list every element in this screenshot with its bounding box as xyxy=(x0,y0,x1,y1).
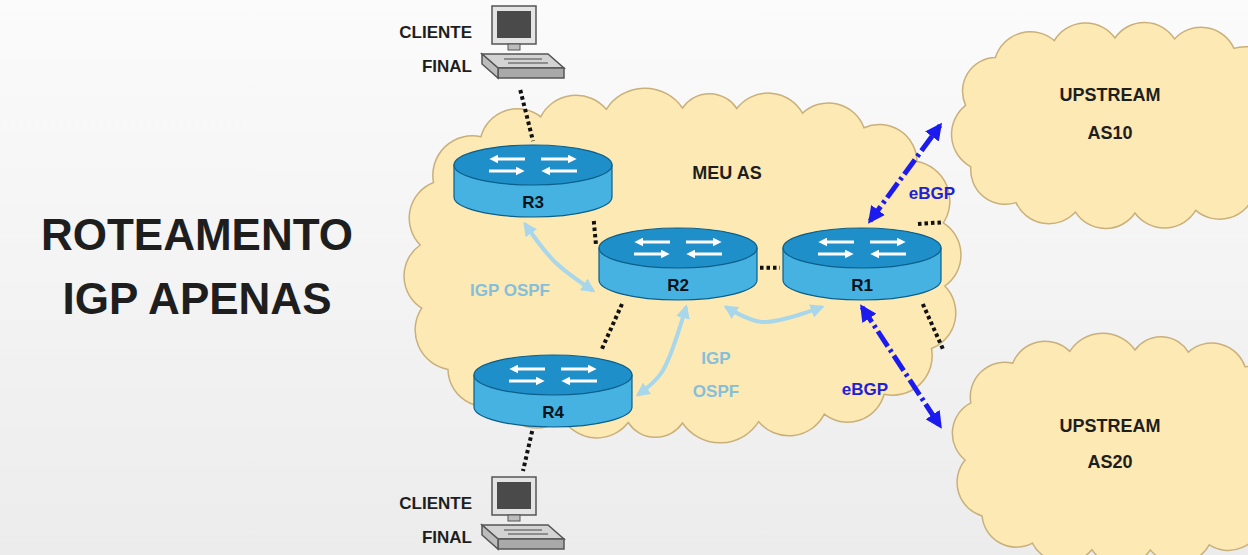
router-arrow xyxy=(686,241,718,244)
client-computer: CLIENTE FINAL xyxy=(478,2,568,88)
router-top xyxy=(454,145,612,185)
router-icon: R3 xyxy=(453,143,613,219)
ebgp-arrow xyxy=(870,126,940,222)
cloud-label: UPSTREAM AS20 xyxy=(1045,408,1175,480)
cloud-label: MEU AS xyxy=(672,162,782,184)
router-icon: R1 xyxy=(782,226,942,302)
ebgp-arrow xyxy=(862,307,940,426)
network-link xyxy=(923,304,943,349)
router-arrow xyxy=(874,253,906,256)
client-label: CLIENTE FINAL xyxy=(362,487,472,555)
router-arrow xyxy=(541,158,573,161)
igp-arrow xyxy=(638,307,686,395)
igp-arrow-label: IGP OSPF xyxy=(468,274,552,307)
cloud-shape xyxy=(945,330,1248,555)
router-arrow xyxy=(638,241,670,244)
router-arrow xyxy=(513,368,545,371)
router-arrow xyxy=(565,380,597,383)
router-label: R2 xyxy=(598,276,758,296)
router-arrow xyxy=(489,170,521,173)
router-arrow xyxy=(870,241,902,244)
network-link xyxy=(523,431,532,471)
upstream-cloud: UPSTREAM AS10 xyxy=(945,18,1248,233)
router-label: R3 xyxy=(453,193,613,213)
network-link xyxy=(520,90,533,141)
igp-arrow xyxy=(525,224,593,291)
router-arrow xyxy=(634,253,666,256)
router-top xyxy=(599,228,757,268)
network-link xyxy=(594,221,596,245)
router-arrow xyxy=(822,241,854,244)
computer-icon xyxy=(482,6,564,78)
router-arrow xyxy=(561,368,593,371)
pc-shape xyxy=(478,473,568,555)
router-arrow xyxy=(509,380,541,383)
diagram-title: ROTEAMENTO IGP APENAS xyxy=(22,203,372,331)
pc-shape xyxy=(478,2,568,88)
network-link xyxy=(601,304,622,351)
cloud-label: UPSTREAM AS10 xyxy=(1045,76,1175,152)
ebgp-arrow-label: eBGP xyxy=(836,380,894,400)
router-icon: R2 xyxy=(598,226,758,302)
connector-group xyxy=(520,90,943,471)
router-top xyxy=(783,228,941,268)
router-arrow xyxy=(493,158,525,161)
network-link xyxy=(918,222,943,224)
ebgp-arrow-label: eBGP xyxy=(903,184,961,204)
network-link xyxy=(760,266,780,270)
router-label: R1 xyxy=(782,276,942,296)
cloud-outline xyxy=(952,333,1248,555)
igp-arrow xyxy=(726,307,822,322)
upstream-cloud: UPSTREAM AS20 xyxy=(945,330,1248,555)
router-arrow xyxy=(545,170,577,173)
router-arrow xyxy=(690,253,722,256)
client-computer: CLIENTE FINAL xyxy=(478,473,568,555)
cloud-outline xyxy=(404,88,961,443)
router-top xyxy=(474,355,632,395)
computer-icon xyxy=(482,477,564,549)
igp-arrow-label: IGP OSPF xyxy=(678,342,754,408)
router-label: R4 xyxy=(473,403,633,423)
router-icon: R4 xyxy=(473,353,633,429)
cloud-outline xyxy=(952,22,1248,228)
router-arrow xyxy=(818,253,850,256)
client-label: CLIENTE FINAL xyxy=(362,16,472,84)
